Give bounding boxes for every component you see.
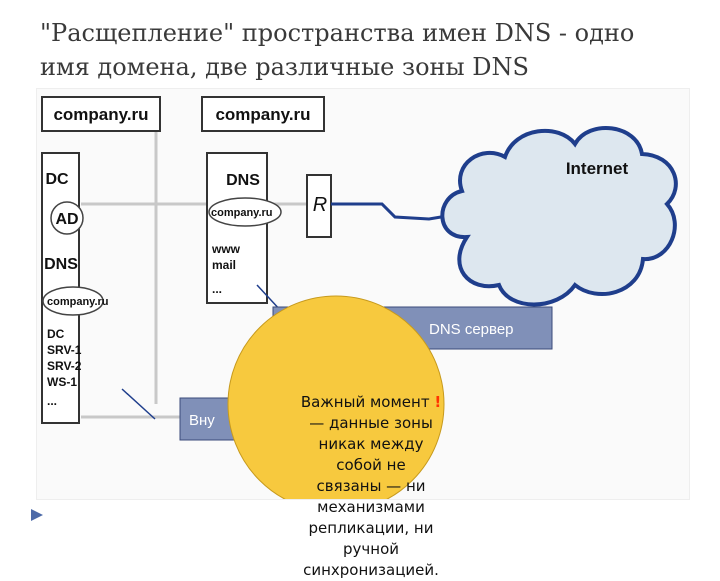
dc-label: DC [45,171,69,188]
external-domain-box: company.ru [201,96,325,132]
note-line: — данные зоны [309,414,433,432]
internal-record: SRV-1 [47,343,82,357]
external-dns-label: DNS [226,172,260,189]
internal-pointer-line [121,388,156,420]
external-record: ... [212,282,222,296]
note-line: синхронизацией. [303,561,439,579]
external-record: www [211,242,241,256]
note-bubble [227,295,445,499]
internal-record: WS-1 [47,375,77,389]
internet-cloud: Internet [440,126,678,307]
internal-domain-label: company.ru [53,105,148,124]
slide-title: "Расщепление" пространства имен DNS - од… [40,16,700,84]
internal-record: ... [47,394,57,408]
note-line: репликации, ни [308,519,434,537]
router-label: R [313,194,327,216]
internal-domain-box: company.ru [41,96,161,132]
note-text: Важный момент ! — данные зоны никак межд… [271,392,471,581]
external-zone-ellipse [208,197,282,227]
internal-dns-label: DNS [44,256,78,273]
internal-zone-label: company.ru [47,296,109,308]
note-line: собой не [336,456,406,474]
external-record: mail [212,258,236,272]
note-line: связаны — ни [316,477,426,495]
internet-label: Internet [566,159,629,178]
internal-record: DC [47,327,65,341]
note-line: никак между [318,435,424,453]
internal-callout-text: Вну [189,412,215,429]
external-callout-text: DNS сервер [429,321,514,338]
diagram-canvas: company.ru company.ru DC AD DNS company.… [41,96,678,499]
internet-link [331,202,448,221]
note-line: ручной [343,540,399,558]
internal-server-box: DC AD DNS company.ru DC SRV-1 SRV-2 WS-1… [41,152,109,424]
ad-label: AD [55,211,78,228]
internal-zone-ellipse [42,286,104,316]
external-domain-label: company.ru [215,105,310,124]
title-line-2: имя домена, две различные зоны DNS [40,53,529,81]
note-line: механизмами [317,498,425,516]
internal-record: SRV-2 [47,359,82,373]
dns-split-diagram: company.ru company.ru DC AD DNS company.… [36,88,690,579]
external-zone-label: company.ru [211,207,273,219]
router-box: R [306,174,332,238]
external-server-box: DNS company.ru www mail ... [206,152,282,304]
note-heading: Важный момент ! [271,392,471,413]
note-heading-text: Важный момент [300,393,430,411]
slide-bullet-icon [31,509,43,521]
ad-circle [50,201,84,235]
note-exclamation: ! [434,393,442,411]
title-line-1: "Расщепление" пространства имен DNS - од… [40,19,635,47]
